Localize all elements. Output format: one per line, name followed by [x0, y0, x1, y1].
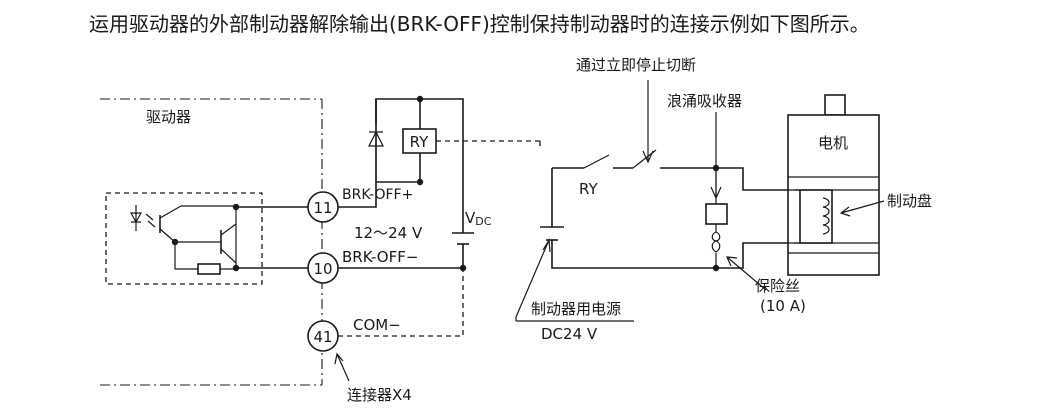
- brake-coil-icon: [822, 197, 830, 235]
- brake-disc-pointer: [839, 200, 885, 217]
- resistor: [197, 263, 221, 275]
- svg-text:41: 41: [313, 328, 332, 346]
- brk-off-plus-label: BRK-OFF+: [342, 187, 413, 203]
- transistor-icon: [159, 205, 237, 268]
- pin-10: 10: [307, 252, 339, 284]
- brake-disc-label: 制动盘: [887, 192, 932, 210]
- svg-text:10: 10: [313, 260, 332, 278]
- fuse-icon: [711, 231, 721, 253]
- svg-text:11: 11: [313, 199, 332, 217]
- vdc-label: VDC: [465, 209, 492, 228]
- led-icon: [129, 205, 156, 231]
- connector-pointer: [334, 352, 350, 382]
- brake-power-voltage-label: DC24 V: [541, 325, 598, 343]
- motor-block: 电机: [787, 94, 880, 276]
- fuse-rating-label: (10 A): [760, 297, 806, 315]
- fuse-pointer: [726, 256, 767, 291]
- connector-label: 连接器X4: [347, 386, 412, 404]
- fuse-label: 保险丝: [755, 277, 800, 295]
- relay-coil-circuit: RY 12～24 V VDC: [338, 95, 492, 337]
- flyback-diode-icon: [368, 124, 384, 182]
- power-label-pointer: [515, 238, 551, 321]
- surge-absorber-label: 浪涌吸收器: [667, 92, 742, 110]
- com-minus-label: COM−: [353, 316, 401, 334]
- supply-voltage-label: 12～24 V: [354, 224, 423, 242]
- surge-arrow: [710, 112, 722, 200]
- driver-block: 驱动器: [100, 98, 323, 386]
- emergency-stop-label: 通过立即停止切断: [576, 56, 696, 74]
- brk-off-minus-label: BRK-OFF−: [342, 248, 418, 266]
- svg-text:RY: RY: [410, 133, 429, 151]
- diagram-heading: 运用驱动器的外部制动器解除输出(BRK-OFF)控制保持制动器时的连接示例如下图…: [89, 12, 870, 36]
- stop-arrow: [642, 80, 654, 164]
- pin-11: 11: [307, 191, 339, 223]
- motor-label: 电机: [818, 134, 848, 152]
- surge-absorber-icon: [705, 203, 728, 225]
- brake-power-circuit: RY: [515, 80, 794, 322]
- brake-power-label: 制动器用电源: [531, 300, 621, 318]
- battery-icon: [452, 232, 474, 245]
- pin-41: 41: [307, 320, 339, 352]
- photocoupler-box: [105, 192, 263, 285]
- relay-contact-label: RY: [579, 180, 598, 198]
- relay-link-dashed: [436, 140, 541, 150]
- driver-label: 驱动器: [146, 108, 191, 126]
